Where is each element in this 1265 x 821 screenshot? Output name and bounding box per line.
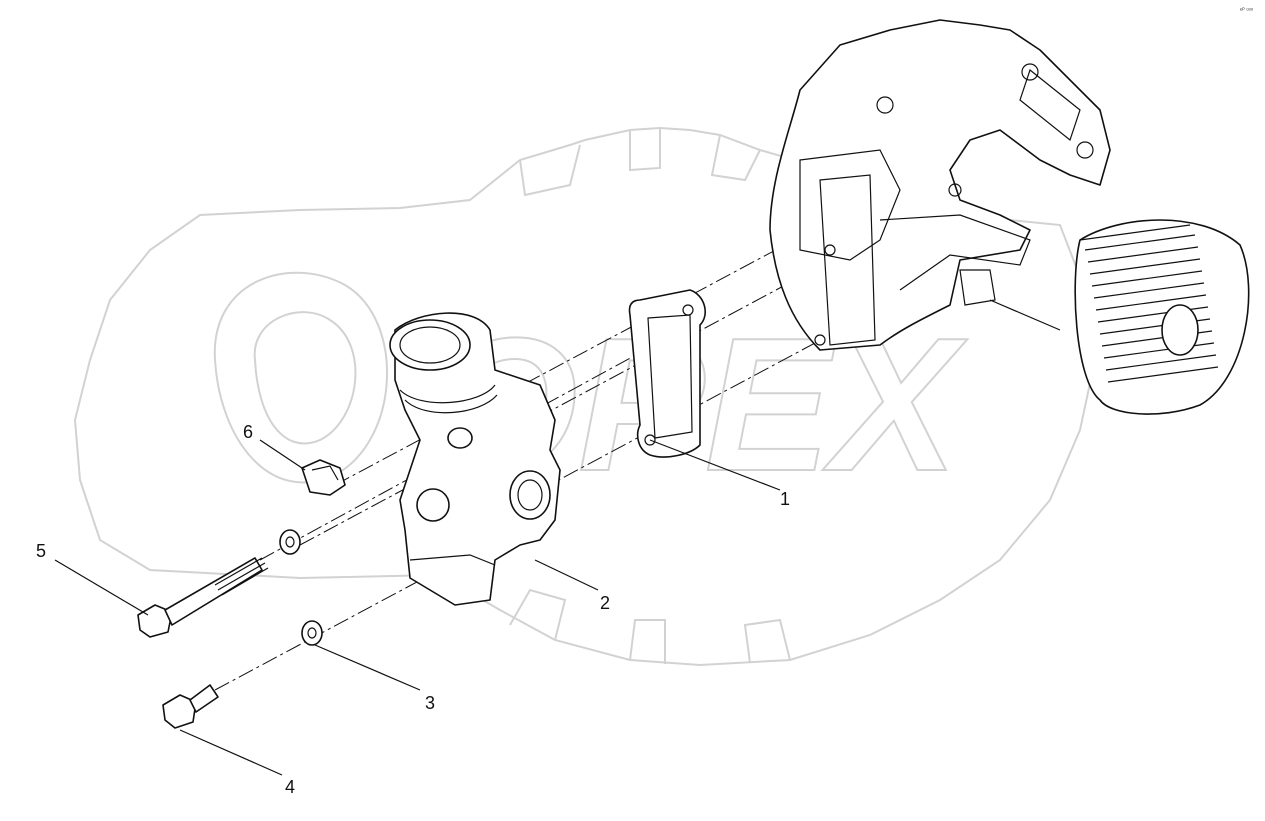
watermark-gear [73,126,1097,667]
pulley [1074,219,1250,415]
watermark-gear-teeth [509,128,791,664]
callout-4: 4 [285,777,295,797]
leader-lines [54,439,781,776]
long-bolt-part-5 [137,557,269,638]
callout-3: 3 [425,693,435,713]
callout-2: 2 [600,593,610,613]
callout-6: 6 [243,422,253,442]
gasket-part-1 [628,289,706,458]
outlet-housing-part-2 [389,312,561,606]
plug-part-6 [301,459,346,496]
water-pump-assembly [769,19,1111,351]
callout-1: 1 [780,489,790,509]
short-bolt-part-4 [162,684,219,729]
callout-labels: 1 2 3 4 5 6 [36,422,790,797]
watermark-o [213,271,389,484]
washers-part-3 [279,529,323,646]
callout-5: 5 [36,541,46,561]
corner-mark: ᵉᴾ ᵒᵒᵒ [1240,7,1254,14]
